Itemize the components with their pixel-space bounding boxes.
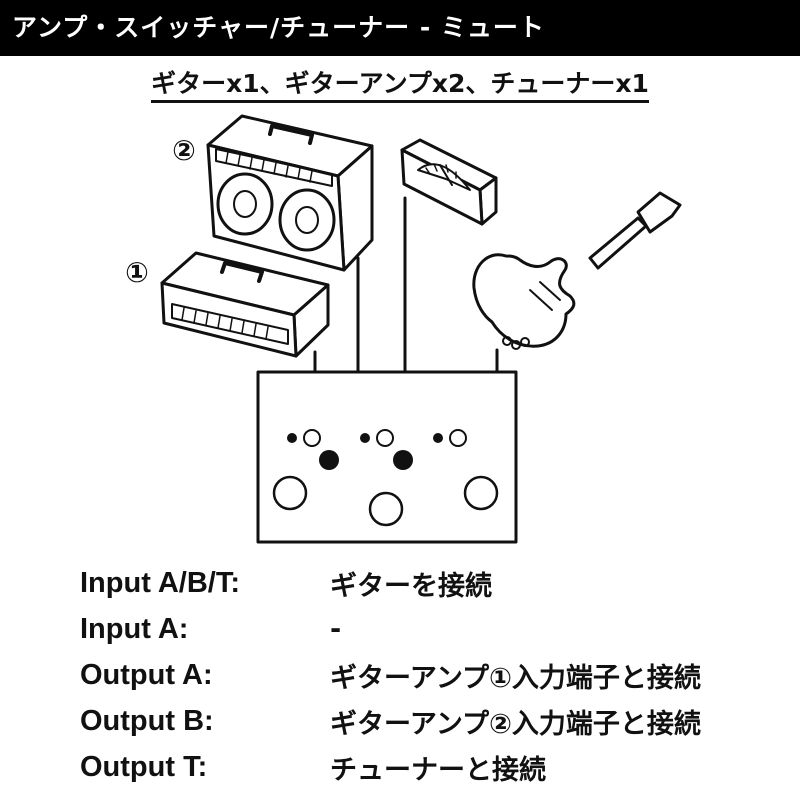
legend-value: ギターを接続	[330, 570, 492, 602]
header-title: アンプ・スイッチャー/チューナー - ミュート	[12, 13, 545, 42]
tuner-icon	[400, 138, 498, 226]
legend-label: Input A/B/T:	[80, 566, 240, 599]
legend-row-output-b: Output B: ギターアンプ②入力端子と接続	[80, 698, 780, 744]
electric-guitar-icon	[472, 191, 682, 350]
amp-2-marker: ②	[172, 134, 196, 167]
connection-diagram: ② ①	[125, 114, 682, 544]
legend-value: ギターアンプ①入力端子と接続	[330, 662, 701, 694]
legend-row-output-a: Output A: ギターアンプ①入力端子と接続	[80, 652, 780, 698]
page-header: アンプ・スイッチャー/チューナー - ミュート	[0, 0, 800, 56]
led-indicators	[287, 429, 467, 447]
connection-legend: Input A/B/T: ギターを接続 Input A: - Output A:…	[80, 560, 780, 790]
amp-1-marker: ①	[125, 256, 149, 289]
guitar-amp-1-icon	[160, 251, 330, 358]
legend-row-input-a: Input A: -	[80, 606, 780, 652]
legend-row-input-abt: Input A/B/T: ギターを接続	[80, 560, 780, 606]
legend-label: Output B:	[80, 704, 214, 737]
toggle-knobs	[319, 450, 413, 470]
legend-label: Output A:	[80, 658, 213, 691]
legend-label: Input A:	[80, 612, 189, 645]
footswitches	[272, 475, 499, 527]
subtitle-text: ギターx1、ギターアンプx2、チューナーx1	[151, 69, 649, 103]
legend-value: チューナーと接続	[330, 754, 546, 786]
cables	[313, 196, 499, 374]
legend-row-output-t: Output T: チューナーと接続	[80, 744, 780, 790]
legend-value: ギターアンプ②入力端子と接続	[330, 708, 701, 740]
amp-switcher-pedal	[256, 370, 518, 544]
setup-subtitle: ギターx1、ギターアンプx2、チューナーx1	[0, 64, 800, 103]
legend-label: Output T:	[80, 750, 208, 783]
guitar-amp-2-icon	[206, 114, 374, 272]
legend-value: -	[330, 613, 342, 645]
